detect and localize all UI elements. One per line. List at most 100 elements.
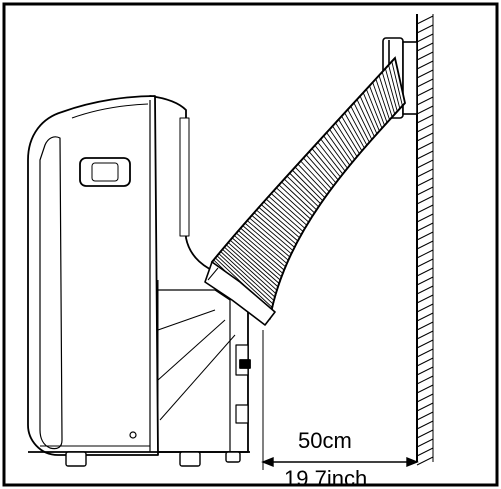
hose-rib bbox=[281, 181, 315, 214]
hose-rib bbox=[268, 195, 306, 229]
hose-rib bbox=[359, 95, 378, 135]
wall-hatch-line bbox=[416, 33, 434, 43]
wall-hatch-line bbox=[416, 114, 434, 124]
hose-rib bbox=[258, 207, 299, 242]
hose-rib bbox=[326, 132, 351, 166]
wall-hatch-line bbox=[416, 375, 434, 385]
wall-hatch-line bbox=[416, 339, 434, 349]
wall-hatch-line bbox=[416, 42, 434, 52]
wall-hatch-line bbox=[416, 177, 434, 187]
hose-rib bbox=[314, 145, 341, 178]
hose-rib bbox=[218, 253, 274, 305]
hose-rib bbox=[224, 246, 277, 294]
wall-hatch-line bbox=[416, 249, 434, 259]
wall bbox=[416, 14, 434, 466]
hose-rib bbox=[323, 135, 348, 169]
wall-hatch-line bbox=[416, 411, 434, 421]
wall-hatch-line bbox=[416, 69, 434, 79]
wall-hatch-line bbox=[416, 141, 434, 151]
hose-rib bbox=[320, 138, 346, 172]
hose-rib bbox=[375, 78, 391, 120]
hose-rib bbox=[273, 190, 309, 223]
hose-rib bbox=[365, 89, 383, 129]
wall-hatch-line bbox=[416, 402, 434, 412]
wall-hatch-line bbox=[416, 456, 434, 466]
hose-rib bbox=[276, 187, 311, 220]
hose-rib bbox=[311, 148, 339, 181]
hose-rib bbox=[244, 222, 289, 261]
hose-rib bbox=[344, 112, 365, 149]
casters bbox=[65, 451, 241, 467]
hose-rib bbox=[216, 255, 273, 308]
wall-hatch-line bbox=[416, 195, 434, 205]
dimension-line bbox=[261, 330, 419, 470]
wall-hatch-line bbox=[416, 132, 434, 142]
hose-rib bbox=[381, 71, 396, 115]
hose-rib bbox=[347, 109, 368, 146]
hose-rib bbox=[305, 154, 334, 187]
hose-rib bbox=[292, 169, 324, 202]
hose-rib bbox=[286, 175, 319, 208]
wall-hatch-line bbox=[416, 51, 434, 61]
hose-rib bbox=[278, 184, 313, 217]
hose-rib bbox=[350, 105, 370, 143]
wall-hatch-line bbox=[416, 105, 434, 115]
hose-rib bbox=[372, 82, 388, 123]
wall-hatch-line bbox=[416, 60, 434, 70]
wall-hatch-line bbox=[416, 24, 434, 34]
wall-hatch-line bbox=[416, 186, 434, 196]
wall-hatch-line bbox=[416, 222, 434, 232]
hose-rib bbox=[335, 122, 358, 157]
hose-rib bbox=[263, 201, 302, 235]
hose-rib bbox=[297, 163, 328, 196]
hose-rib bbox=[222, 248, 276, 298]
hose-rib bbox=[240, 227, 286, 268]
hose-rib bbox=[338, 119, 360, 155]
wall-hatch-line bbox=[416, 276, 434, 286]
hose-rib bbox=[317, 141, 344, 175]
hose-rib bbox=[289, 172, 321, 205]
hose-rib bbox=[256, 209, 297, 245]
exhaust-hose bbox=[210, 56, 406, 320]
wall-hatch-line bbox=[416, 258, 434, 268]
wall-hatch-line bbox=[416, 420, 434, 430]
hose-rib bbox=[294, 166, 326, 199]
hose-rib bbox=[249, 217, 292, 255]
wall-hatch-line bbox=[416, 393, 434, 403]
hose-rib bbox=[300, 160, 330, 193]
hose-rib bbox=[227, 242, 279, 288]
hose-rib bbox=[251, 215, 294, 251]
hose-rib bbox=[353, 102, 373, 140]
hose-rib bbox=[391, 61, 403, 106]
wall-hatch-line bbox=[416, 231, 434, 241]
hose-rib bbox=[236, 232, 284, 274]
hose-rib bbox=[283, 178, 317, 211]
hose-rib bbox=[270, 193, 308, 226]
wall-hatch-line bbox=[416, 312, 434, 322]
hose-rib bbox=[384, 68, 398, 112]
wall-hatch-line bbox=[416, 87, 434, 97]
wall-hatch-line bbox=[416, 384, 434, 394]
air-conditioner-unit bbox=[27, 95, 276, 456]
hose-rib bbox=[260, 204, 300, 239]
hose-rib bbox=[253, 212, 295, 248]
wall-hatch-line bbox=[416, 78, 434, 88]
wall-hatch-line bbox=[416, 321, 434, 331]
hose-rib bbox=[341, 115, 363, 152]
wall-hatch-line bbox=[416, 429, 434, 439]
wall-hatch-line bbox=[416, 348, 434, 358]
hose-rib bbox=[378, 75, 393, 118]
hose-rib bbox=[220, 251, 275, 301]
hose-rib bbox=[246, 220, 291, 258]
dimension-metric-label: 50cm bbox=[298, 428, 352, 453]
hose-rib bbox=[265, 198, 304, 232]
hose-rib bbox=[388, 64, 401, 109]
hose-rib bbox=[308, 151, 337, 184]
wall-hatch-line bbox=[416, 168, 434, 178]
hose-rib bbox=[238, 230, 285, 271]
wall-hatch-line bbox=[416, 357, 434, 367]
wall-hatch-line bbox=[416, 96, 434, 106]
wall-hatch-line bbox=[416, 159, 434, 169]
